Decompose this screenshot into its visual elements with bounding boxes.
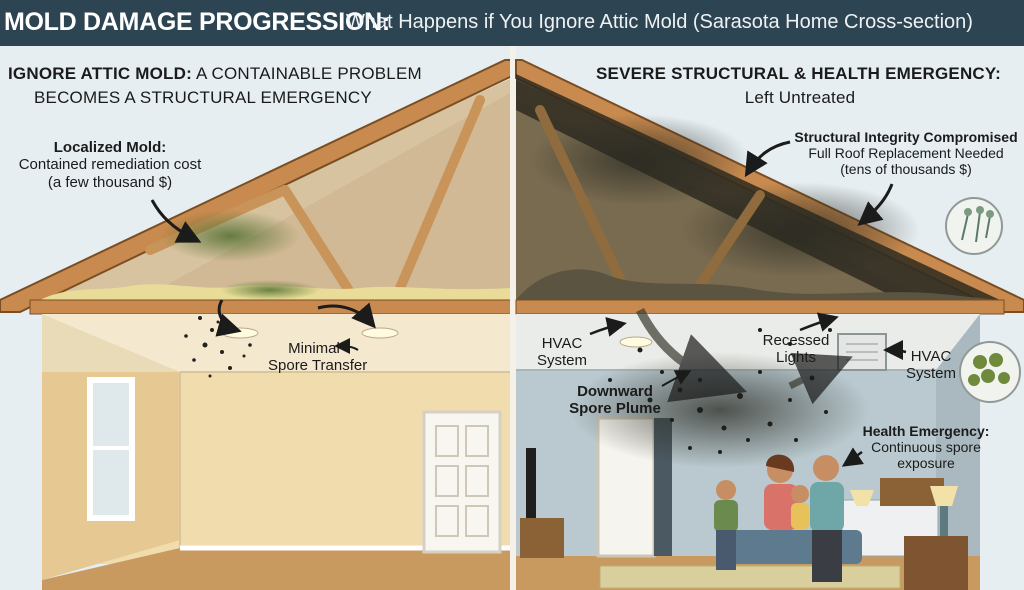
title-bold: MOLD DAMAGE PROGRESSION: xyxy=(4,8,390,36)
left-heading: IGNORE ATTIC MOLD: A CONTAINABLE PROBLEM xyxy=(8,64,422,84)
localized-mold-line1: Contained remediation cost xyxy=(18,156,202,174)
right-moldy-insulation xyxy=(516,269,1000,306)
title-rest: What Happens if You Ignore Attic Mold (S… xyxy=(346,11,973,33)
arrow-health-emergency xyxy=(841,447,865,467)
localized-mold-callout: Localized Mold: Contained remediation co… xyxy=(14,139,206,191)
left-spores xyxy=(184,316,252,378)
hvac-right-line1: HVAC xyxy=(910,348,952,365)
right-tv xyxy=(526,448,536,518)
minimal-line1: Minimal xyxy=(288,340,340,357)
plume-line1: Downward xyxy=(577,383,653,400)
hvac-right-line2: System xyxy=(905,365,956,383)
arrow-structural-1 xyxy=(744,140,791,178)
title-bar: MOLD DAMAGE PROGRESSION: What Happens if… xyxy=(0,0,1024,46)
left-heading-bold: IGNORE ATTIC MOLD: xyxy=(8,64,192,83)
structural-line1: Full Roof Replacement Needed xyxy=(808,145,1004,162)
spore-plume-callout: Downward Spore Plume xyxy=(562,383,668,418)
arrow-plume-down xyxy=(635,307,747,403)
recessed-line2: Lights xyxy=(775,349,817,367)
left-floor xyxy=(42,548,512,590)
right-rug xyxy=(599,565,901,589)
recessed-line1: Recessed xyxy=(762,332,830,349)
right-recessed-light xyxy=(619,336,653,348)
hvac-right-callout: HVAC System xyxy=(900,348,962,383)
right-heading: SEVERE STRUCTURAL & HEALTH EMERGENCY: xyxy=(596,64,1002,83)
health-line2: exposure xyxy=(897,455,955,472)
right-house xyxy=(515,59,1024,590)
arrow-plume-hvac xyxy=(788,352,853,405)
arrow-to-localized-mold xyxy=(150,199,202,243)
right-tv-stand xyxy=(520,518,564,558)
right-nightstand xyxy=(904,536,968,590)
arrow-structural-2 xyxy=(857,183,894,226)
localized-mold-title: Localized Mold: xyxy=(53,139,167,156)
recessed-lights-callout: Recessed Lights xyxy=(756,332,836,367)
structural-callout: Structural Integrity Compromised Full Ro… xyxy=(788,129,1024,177)
magnified-mold-spores-icon xyxy=(945,197,1003,255)
left-heading-rest: A CONTAINABLE PROBLEM xyxy=(195,64,422,83)
left-house xyxy=(0,59,513,590)
health-title: Health Emergency: xyxy=(862,423,990,439)
left-recessed-light-2 xyxy=(361,327,399,339)
arrow-hvac-right xyxy=(883,340,907,361)
right-lamp xyxy=(930,486,958,506)
left-recessed-light-1 xyxy=(221,327,259,339)
left-localized-mold xyxy=(160,210,300,262)
minimal-spore-callout: Minimal Spore Transfer xyxy=(268,340,368,375)
family-illustration xyxy=(714,454,862,582)
right-ceiling-beam xyxy=(515,299,1005,315)
right-trusses xyxy=(535,105,765,305)
arrow-spore-to-light-2 xyxy=(317,302,376,329)
left-ceiling-beam xyxy=(29,299,513,315)
hvac-left-line2: System xyxy=(536,352,587,370)
localized-mold-line2: (a few thousand $) xyxy=(47,173,173,191)
left-heading-line2: BECOMES A STRUCTURAL EMERGENCY xyxy=(34,88,372,107)
minimal-line2: Spore Transfer xyxy=(268,357,368,375)
hvac-left-callout: HVAC System xyxy=(534,335,590,370)
structural-title: Structural Integrity Compromised xyxy=(794,129,1018,145)
center-divider xyxy=(510,46,516,590)
plume-line2: Spore Plume xyxy=(569,400,661,418)
health-line1: Continuous spore xyxy=(871,439,981,456)
arrow-plume-label xyxy=(661,370,692,387)
arrow-recessed-lights xyxy=(799,312,839,332)
arrow-hvac-left xyxy=(589,317,627,337)
structural-line2: (tens of thousands $) xyxy=(840,161,972,178)
right-subheading: Left Untreated xyxy=(744,88,856,107)
arrow-minimal-transfer xyxy=(334,338,359,355)
arrow-spore-to-light-1 xyxy=(215,299,242,337)
health-emergency-callout: Health Emergency: Continuous spore expos… xyxy=(856,423,996,471)
hvac-left-line1: HVAC xyxy=(541,335,583,352)
